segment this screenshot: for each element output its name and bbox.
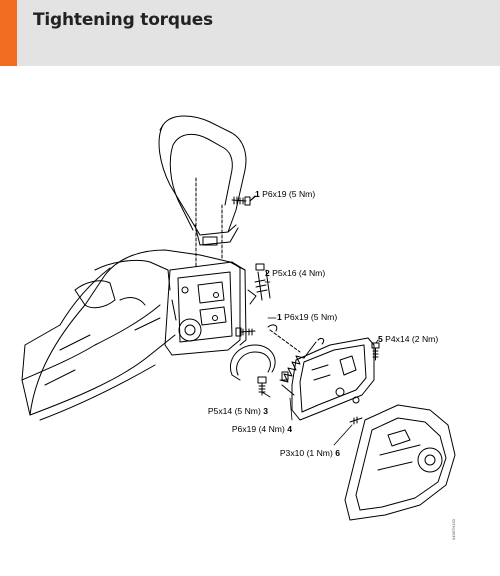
screw-6 bbox=[349, 416, 363, 425]
callout-spec: P4x14 (2 Nm) bbox=[385, 334, 438, 344]
callout-5: 5 P4x14 (2 Nm) bbox=[378, 334, 438, 344]
callout-3: P5x14 (5 Nm) 3 bbox=[208, 406, 268, 416]
assembly-guide-lines bbox=[195, 177, 301, 353]
page-header: Tightening torques bbox=[0, 0, 500, 66]
figure-code: 0458TH150 bbox=[451, 519, 456, 540]
screw-2-group bbox=[247, 263, 271, 305]
callout-number: 4 bbox=[287, 424, 292, 434]
leader-lines bbox=[249, 195, 379, 446]
screw-5 bbox=[371, 342, 380, 361]
tension-spring bbox=[279, 337, 325, 396]
callout-1-top: 1 P6x19 (5 Nm) bbox=[255, 189, 315, 199]
page-title: Tightening torques bbox=[33, 10, 213, 30]
callout-2: 2 P5x16 (4 Nm) bbox=[265, 268, 325, 278]
clutch-ring bbox=[230, 344, 276, 381]
callout-number: 2 bbox=[265, 268, 270, 278]
handle-bar bbox=[158, 115, 247, 246]
screw-3 bbox=[257, 376, 267, 396]
callout-4: P6x19 (4 Nm) 4 bbox=[232, 424, 292, 434]
callout-number: 5 bbox=[378, 334, 383, 344]
outer-cover bbox=[344, 404, 456, 521]
callout-6: P3x10 (1 Nm) 6 bbox=[280, 448, 340, 458]
callout-spec: P6x19 (4 Nm) bbox=[232, 424, 285, 434]
callout-number: 3 bbox=[263, 406, 268, 416]
callout-spec: P5x16 (4 Nm) bbox=[272, 268, 325, 278]
header-accent-bar bbox=[0, 0, 17, 66]
engine-side-plate bbox=[164, 261, 247, 356]
chainsaw-housing bbox=[21, 249, 246, 421]
callout-spec: P5x14 (5 Nm) bbox=[208, 406, 261, 416]
screw-1-top bbox=[231, 195, 256, 206]
callout-1-middle: 1 P6x19 (5 Nm) bbox=[277, 312, 337, 322]
sprocket-cover bbox=[291, 337, 375, 421]
callout-spec: P6x19 (5 Nm) bbox=[284, 312, 337, 322]
callout-number: 1 bbox=[255, 189, 260, 199]
callout-number: 1 bbox=[277, 312, 282, 322]
callout-number: 6 bbox=[335, 448, 340, 458]
screw-1-middle bbox=[235, 324, 278, 337]
callout-spec: P6x19 (5 Nm) bbox=[262, 189, 315, 199]
callout-spec: P3x10 (1 Nm) bbox=[280, 448, 333, 458]
